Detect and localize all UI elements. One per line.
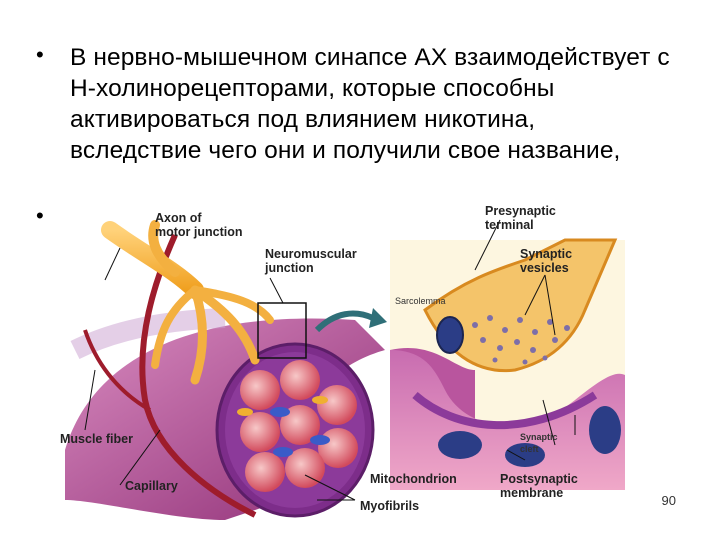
- label-myofibrils: Myofibrils: [360, 499, 419, 513]
- label-nmj: Neuromuscular: [265, 247, 357, 261]
- label-presynaptic-2: terminal: [485, 218, 534, 232]
- label-capillary: Capillary: [125, 479, 178, 493]
- label-postsynaptic: Postsynaptic: [500, 472, 578, 486]
- neuromuscular-junction-figure: Axon of motor junction Neuromuscular jun…: [55, 200, 635, 530]
- label-sarcolemma: Sarcolemma: [395, 296, 446, 306]
- magnification-box: [257, 302, 307, 359]
- capillary-shape: [139, 233, 257, 518]
- bullet-marker: •: [36, 42, 44, 67]
- nmj-illustration: Axon of motor junction Neuromuscular jun…: [60, 204, 625, 520]
- label-postsynaptic-2: membrane: [500, 486, 563, 500]
- myofibril-bundles: [237, 360, 358, 492]
- axon-shape: [101, 220, 274, 385]
- bullet-marker: •: [36, 203, 44, 228]
- bullet-text: В нервно-мышечном синапсе АХ взаимодейст…: [70, 44, 670, 164]
- label-axon: Axon of: [155, 211, 202, 225]
- label-presynaptic: Presynaptic: [485, 204, 556, 218]
- page-number: 90: [661, 493, 676, 508]
- label-muscle-fiber: Muscle fiber: [60, 432, 133, 446]
- zoom-arrow: [314, 310, 375, 333]
- label-axon-2: motor junction: [155, 225, 243, 239]
- label-cleft-2: cleft: [520, 444, 539, 454]
- label-vesicles: Synaptic: [520, 247, 572, 261]
- label-vesicles-2: vesicles: [520, 261, 569, 275]
- label-nmj-2: junction: [264, 261, 314, 275]
- label-mitochondrion: Mitochondrion: [370, 472, 457, 486]
- inset-panel: [390, 238, 625, 490]
- label-cleft: Synaptic: [520, 432, 558, 442]
